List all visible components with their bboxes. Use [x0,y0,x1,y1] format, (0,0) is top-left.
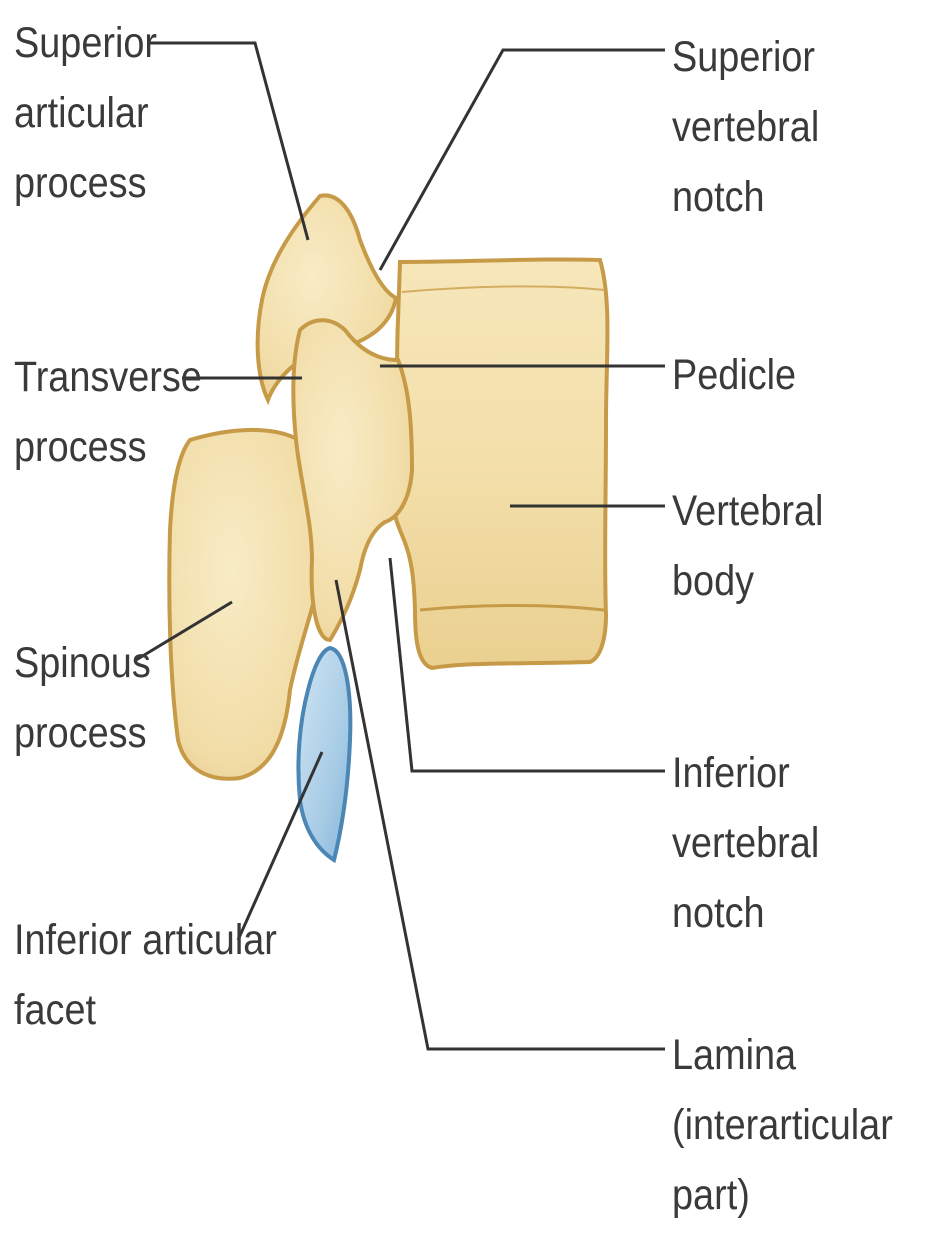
label-inferior-vertebral-notch: Inferior vertebral notch [672,738,903,948]
leader-superior-notch [380,50,665,270]
label-transverse-process: Transverse process [14,342,202,482]
label-spinous-process: Spinous process [14,628,151,768]
label-superior-articular-process: Superior articular process [14,8,157,218]
label-lamina: Lamina (interarticular part) [672,1020,893,1230]
label-superior-vertebral-notch: Superior vertebral notch [672,22,903,232]
leader-superior-articular [150,43,308,240]
inferior-articular-facet-shape [298,648,350,860]
label-inferior-articular-facet: Inferior articular facet [14,905,277,1045]
label-pedicle: Pedicle [672,340,796,410]
label-vertebral-body: Vertebral body [672,476,903,616]
